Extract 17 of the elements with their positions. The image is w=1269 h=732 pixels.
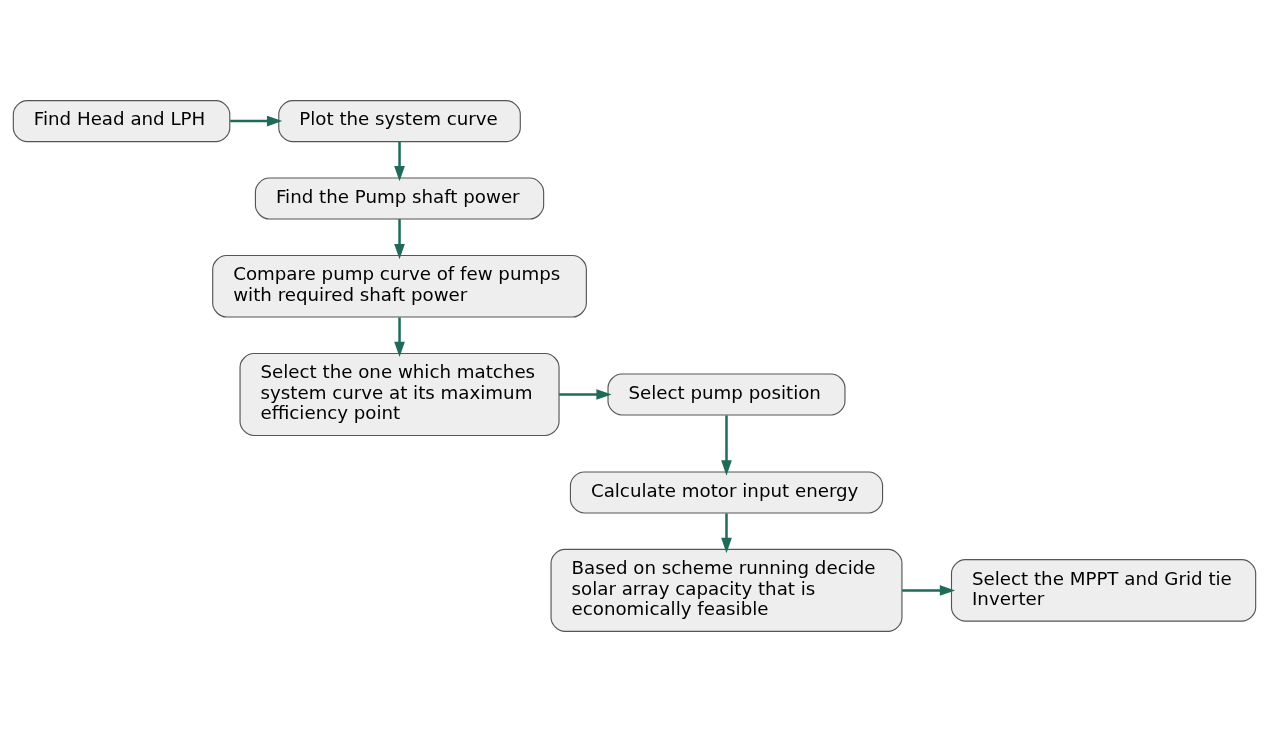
node-box: Select the MPPT and Grid tie Inverter bbox=[950, 559, 1257, 622]
node-box: Calculate motor input energy bbox=[569, 471, 884, 514]
arrow bbox=[721, 415, 732, 476]
node-box: Select the one which matches system curve at its maximum efficiency point bbox=[239, 352, 560, 437]
arrow bbox=[230, 115, 283, 127]
node-box: Select pump position bbox=[607, 373, 846, 416]
arrow bbox=[902, 585, 956, 596]
node-box: Compare pump curve of few pumps with required shaft power bbox=[212, 254, 587, 318]
arrow bbox=[394, 219, 405, 260]
arrow bbox=[559, 389, 612, 400]
node-box: Plot the system curve bbox=[278, 100, 521, 143]
arrow bbox=[394, 141, 405, 182]
arrow bbox=[721, 513, 732, 554]
node-box: Find the Pump shaft power bbox=[254, 177, 545, 220]
node-box: Find Head and LPH bbox=[12, 100, 231, 143]
node-box: Based on scheme running decide solar array capacity that is economically feasible bbox=[550, 548, 903, 632]
arrow bbox=[394, 317, 405, 358]
